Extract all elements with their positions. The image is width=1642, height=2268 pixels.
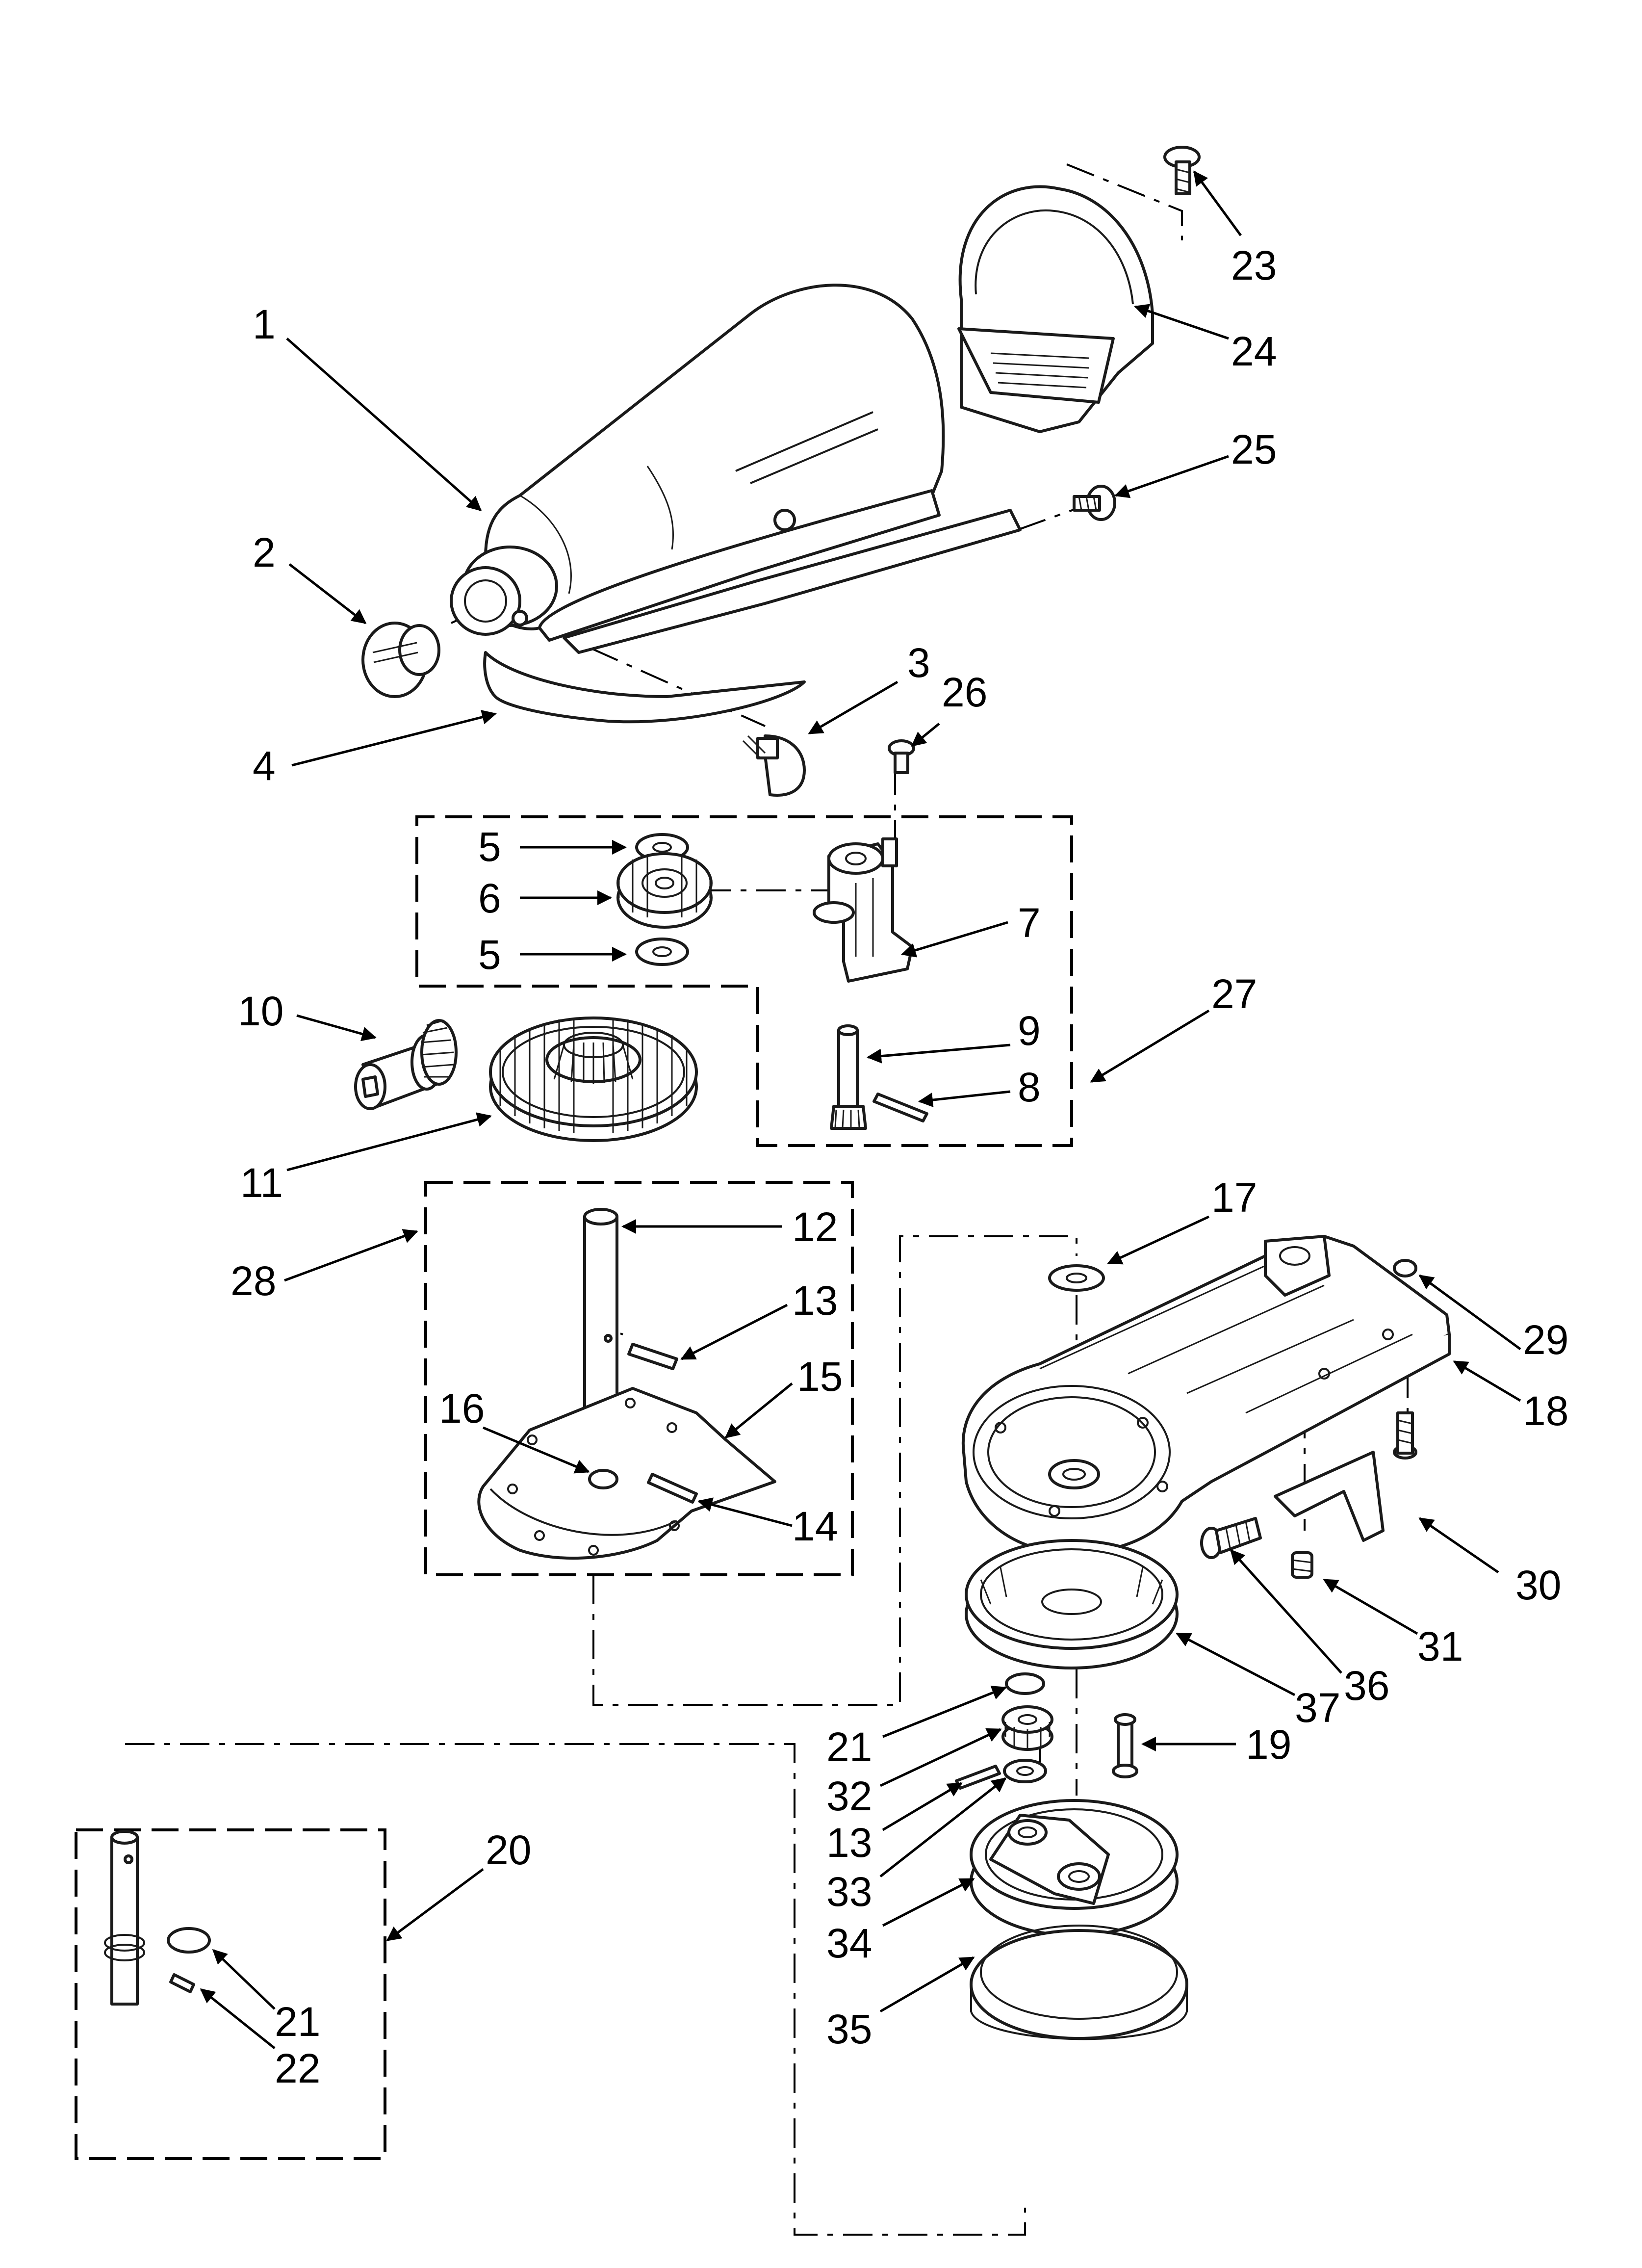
callout-23: 23	[1231, 242, 1277, 288]
pedestal-base-18	[961, 1235, 1451, 1555]
callout-8: 8	[1018, 1064, 1041, 1110]
callout-10: 10	[238, 988, 283, 1034]
screw-25	[1073, 485, 1116, 521]
ring-gear-37	[965, 1539, 1179, 1669]
trim-band	[483, 651, 806, 724]
callout-27: 27	[1211, 971, 1257, 1017]
group-box-20	[75, 1828, 386, 2160]
group-box-27	[415, 815, 1073, 1147]
callout-29: 29	[1523, 1317, 1568, 1363]
callout-14: 14	[792, 1503, 838, 1549]
snap-ring-21a	[1005, 1672, 1045, 1695]
callout-9: 9	[1018, 1008, 1041, 1054]
pin-8	[872, 1093, 928, 1122]
callout-37: 37	[1295, 1685, 1340, 1731]
planetary-housing-34	[970, 1799, 1179, 1937]
worm-gear-6	[616, 852, 713, 929]
callout-12: 12	[792, 1204, 838, 1250]
callout-13a: 13	[792, 1277, 838, 1324]
screw-23	[1163, 146, 1201, 195]
callout-31: 31	[1417, 1623, 1463, 1669]
callout-36: 36	[1344, 1663, 1389, 1709]
callout-28: 28	[231, 1258, 276, 1304]
attachment-hub-10	[354, 1019, 458, 1110]
gear-housing-7	[813, 837, 914, 983]
pin-22	[169, 1973, 195, 1993]
pin-13b	[955, 1765, 1001, 1790]
shaft-20	[104, 1830, 145, 2006]
plate-15	[477, 1387, 776, 1560]
callout-21b: 21	[275, 1999, 320, 2045]
callout-13b: 13	[826, 1820, 872, 1866]
motor-head-housing	[450, 284, 1022, 654]
leader-arrows	[200, 170, 1521, 2049]
callout-6: 6	[478, 875, 501, 921]
callout-5b: 5	[478, 932, 501, 978]
callout-24: 24	[1231, 328, 1277, 374]
washer-17	[1048, 1264, 1105, 1292]
callout-labels: 1 2 3 4 5 6 5 7 8 9 10 11 12 13 14 15 16…	[231, 242, 1568, 2091]
ring-35	[970, 1925, 1188, 2040]
pinion-gear-32	[1001, 1705, 1053, 1751]
callout-20: 20	[486, 1827, 531, 1873]
callout-11: 11	[240, 1160, 283, 1206]
pin-13a	[627, 1343, 678, 1370]
callout-33: 33	[826, 1869, 872, 1915]
callout-17: 17	[1211, 1174, 1257, 1221]
callout-34: 34	[826, 1920, 872, 1966]
callout-1: 1	[253, 301, 276, 347]
callout-18: 18	[1523, 1388, 1568, 1434]
callout-26: 26	[942, 669, 987, 715]
attachment-knob	[361, 622, 440, 698]
callout-7: 7	[1018, 900, 1041, 946]
callout-2: 2	[253, 529, 276, 575]
callout-19: 19	[1246, 1721, 1291, 1768]
pinion-shaft-9	[830, 1024, 867, 1130]
callout-32: 32	[826, 1773, 872, 1819]
bolt-30	[1393, 1411, 1417, 1460]
callout-35: 35	[826, 2006, 872, 2052]
thumb-screw	[742, 734, 806, 797]
washer-5b	[635, 938, 689, 966]
snap-ring-21b	[167, 1927, 211, 1954]
callout-5a: 5	[478, 824, 501, 870]
ring-29	[1393, 1259, 1417, 1277]
callout-4: 4	[253, 743, 276, 789]
set-screw-31	[1291, 1551, 1313, 1579]
washer-33	[1003, 1759, 1047, 1783]
callout-15: 15	[797, 1354, 843, 1400]
callout-16: 16	[439, 1385, 485, 1432]
callout-3: 3	[907, 640, 930, 686]
screw-36	[1200, 1517, 1262, 1559]
callout-22: 22	[275, 2045, 320, 2091]
pin-14	[647, 1473, 698, 1504]
bolt-19	[1112, 1713, 1138, 1778]
bevel-gear-11	[489, 1017, 698, 1142]
screw-26	[888, 739, 915, 774]
callout-30: 30	[1515, 1562, 1561, 1608]
rear-cover	[957, 185, 1154, 433]
group-box-28	[424, 1181, 854, 1576]
callout-25: 25	[1231, 426, 1277, 472]
callout-21a: 21	[826, 1724, 872, 1770]
